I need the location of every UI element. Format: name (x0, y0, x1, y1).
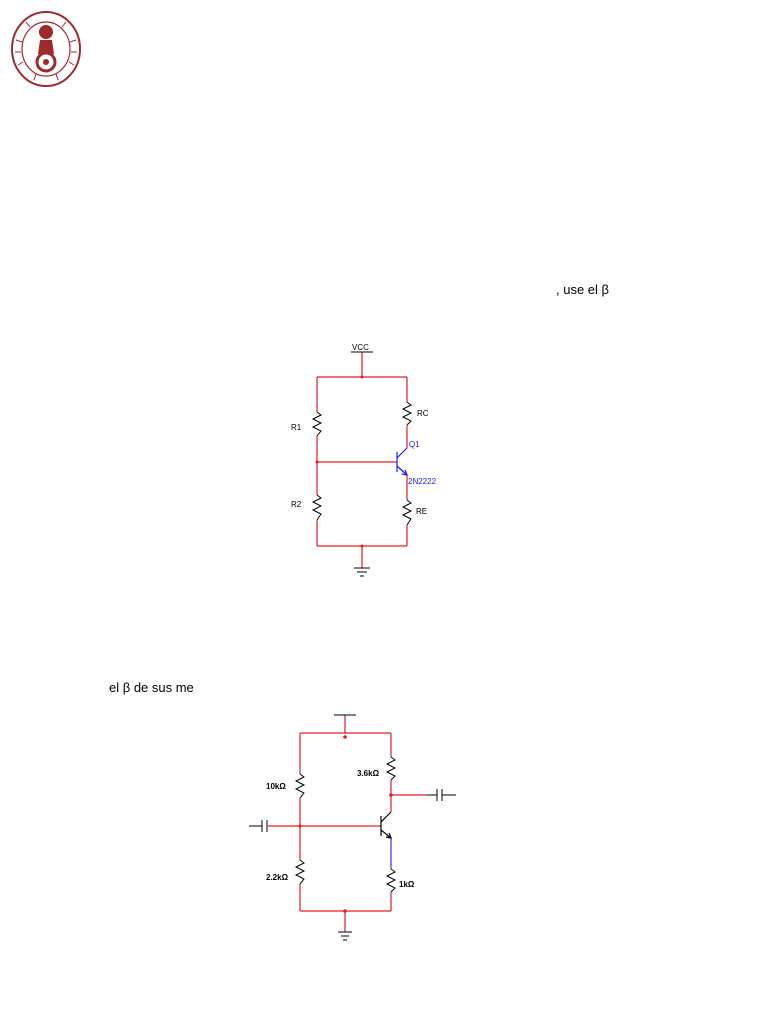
q1-label: Q1 (409, 440, 420, 449)
rc-label: RC (417, 409, 429, 418)
output-capacitor (427, 789, 456, 801)
r1-resistor (311, 411, 323, 437)
q1-transistor (396, 447, 408, 476)
amplifier-transistor (380, 811, 392, 839)
q1-model-label: 2N2222 (408, 477, 437, 486)
re-label: RE (416, 507, 427, 516)
r-1k-resistor (385, 868, 397, 893)
text-beta-measurements: el β de sus me (109, 680, 194, 695)
input-capacitor (249, 820, 268, 832)
r-3k6-label: 3.6kΩ (357, 769, 380, 778)
r2-resistor (311, 494, 323, 521)
r-10k-label: 10kΩ (266, 782, 286, 791)
text-use-beta: , use el β (556, 282, 610, 297)
re-resistor (401, 499, 413, 526)
rc-resistor (401, 401, 413, 426)
r-2k2-label: 2.2kΩ (266, 873, 289, 882)
r-3k6-resistor (385, 756, 397, 781)
r-10k-resistor (294, 773, 306, 799)
vcc-label: VCC (352, 343, 369, 352)
r-2k2-resistor (294, 859, 306, 885)
university-seal-icon (10, 10, 82, 88)
r1-label: R1 (291, 423, 302, 432)
r2-label: R2 (291, 500, 302, 509)
r-1k-label: 1kΩ (399, 880, 415, 889)
